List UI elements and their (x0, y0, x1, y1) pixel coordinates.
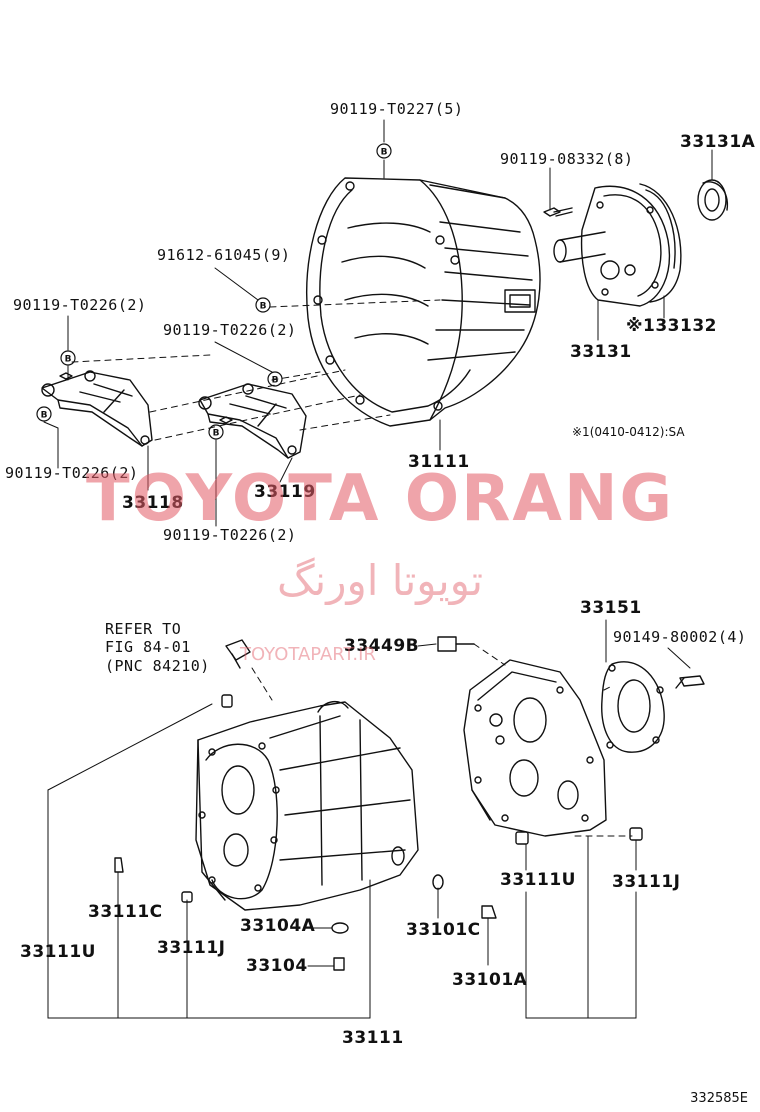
label-part-33132: ※133132 (626, 316, 717, 336)
label-part-33111u-right: 33111U (500, 870, 576, 890)
leader-lines-lower (47, 619, 691, 1019)
label-part-33449b: 33449B (344, 636, 420, 656)
retainer-33131 (553, 185, 671, 307)
label-part-33118: 33118 (122, 493, 184, 513)
bracket-33118 (41, 370, 153, 447)
label-bolt-t0226-b: 90119-T0226(2) (163, 321, 297, 339)
bolt-80002 (675, 675, 705, 689)
svg-text:B: B (213, 429, 220, 439)
svg-text:B: B (381, 148, 388, 158)
label-part-31111: 31111 (408, 452, 470, 472)
switch-ref-84210 (225, 639, 251, 669)
watermark-brand: TOYOTA ORANG (85, 462, 675, 536)
oil-seal-33131a (697, 179, 729, 221)
label-refer-line-1: REFER TO (105, 620, 182, 638)
pins-and-plugs (114, 694, 643, 971)
alignment-lines-upper (71, 299, 441, 441)
label-part-33111j-right: 33111J (612, 872, 681, 892)
adapter-plate (463, 659, 607, 837)
svg-text:B: B (41, 411, 48, 421)
label-bolt-08332: 90119-08332(8) (500, 150, 634, 168)
watermark-brand-fa: تویوتا اورنگ (276, 556, 484, 605)
label-part-33131: 33131 (570, 342, 632, 362)
label-part-33104: 33104 (246, 956, 308, 976)
label-note-sa: ※1(0410-0412):SA (572, 425, 685, 439)
svg-text:B: B (260, 302, 267, 312)
bubble-markers (36, 143, 392, 440)
label-part-33111c: 33111C (88, 902, 163, 922)
label-bolt-t0226-d: 90119-T0226(2) (163, 526, 297, 544)
watermark-site: TOYOTAPART.IR (240, 644, 376, 665)
label-bolt-t0226-c: 90119-T0226(2) (5, 464, 139, 482)
label-part-33131a: 33131A (680, 132, 756, 152)
bubble-letters: B B B B B B (41, 148, 388, 439)
label-bolt-t0227: 90119-T0227(5) (330, 100, 464, 118)
sensor-33449b (437, 636, 475, 652)
label-part-33111: 33111 (342, 1028, 404, 1048)
label-part-33101a: 33101A (452, 970, 528, 990)
svg-text:B: B (65, 355, 72, 365)
label-refer-line-3: (PNC 84210) (105, 657, 210, 675)
bolt-08332 (543, 207, 573, 217)
label-bolt-80002: 90149-80002(4) (613, 628, 747, 646)
label-part-33111j-left: 33111J (157, 938, 226, 958)
cover-33151 (601, 661, 665, 753)
bracket-bolts (59, 372, 233, 424)
figure-code: 332585E (690, 1091, 748, 1106)
label-part-33104a: 33104A (240, 916, 316, 936)
svg-text:B: B (272, 376, 279, 386)
bracket-33119 (198, 383, 307, 459)
label-stud-61045: 91612-61045(9) (157, 246, 291, 264)
alignment-lines-lower (251, 643, 633, 837)
leader-lines-upper (43, 119, 713, 527)
label-bolt-t0226-a: 90119-T0226(2) (13, 296, 147, 314)
label-part-33119: 33119 (254, 482, 316, 502)
transmission-case-33111 (195, 701, 419, 911)
label-part-33111u-left: 33111U (20, 942, 96, 962)
label-part-33151: 33151 (580, 598, 642, 618)
label-part-33101c: 33101C (406, 920, 481, 940)
bell-housing-31111 (306, 177, 541, 427)
label-refer-line-2: FIG 84-01 (105, 638, 191, 656)
